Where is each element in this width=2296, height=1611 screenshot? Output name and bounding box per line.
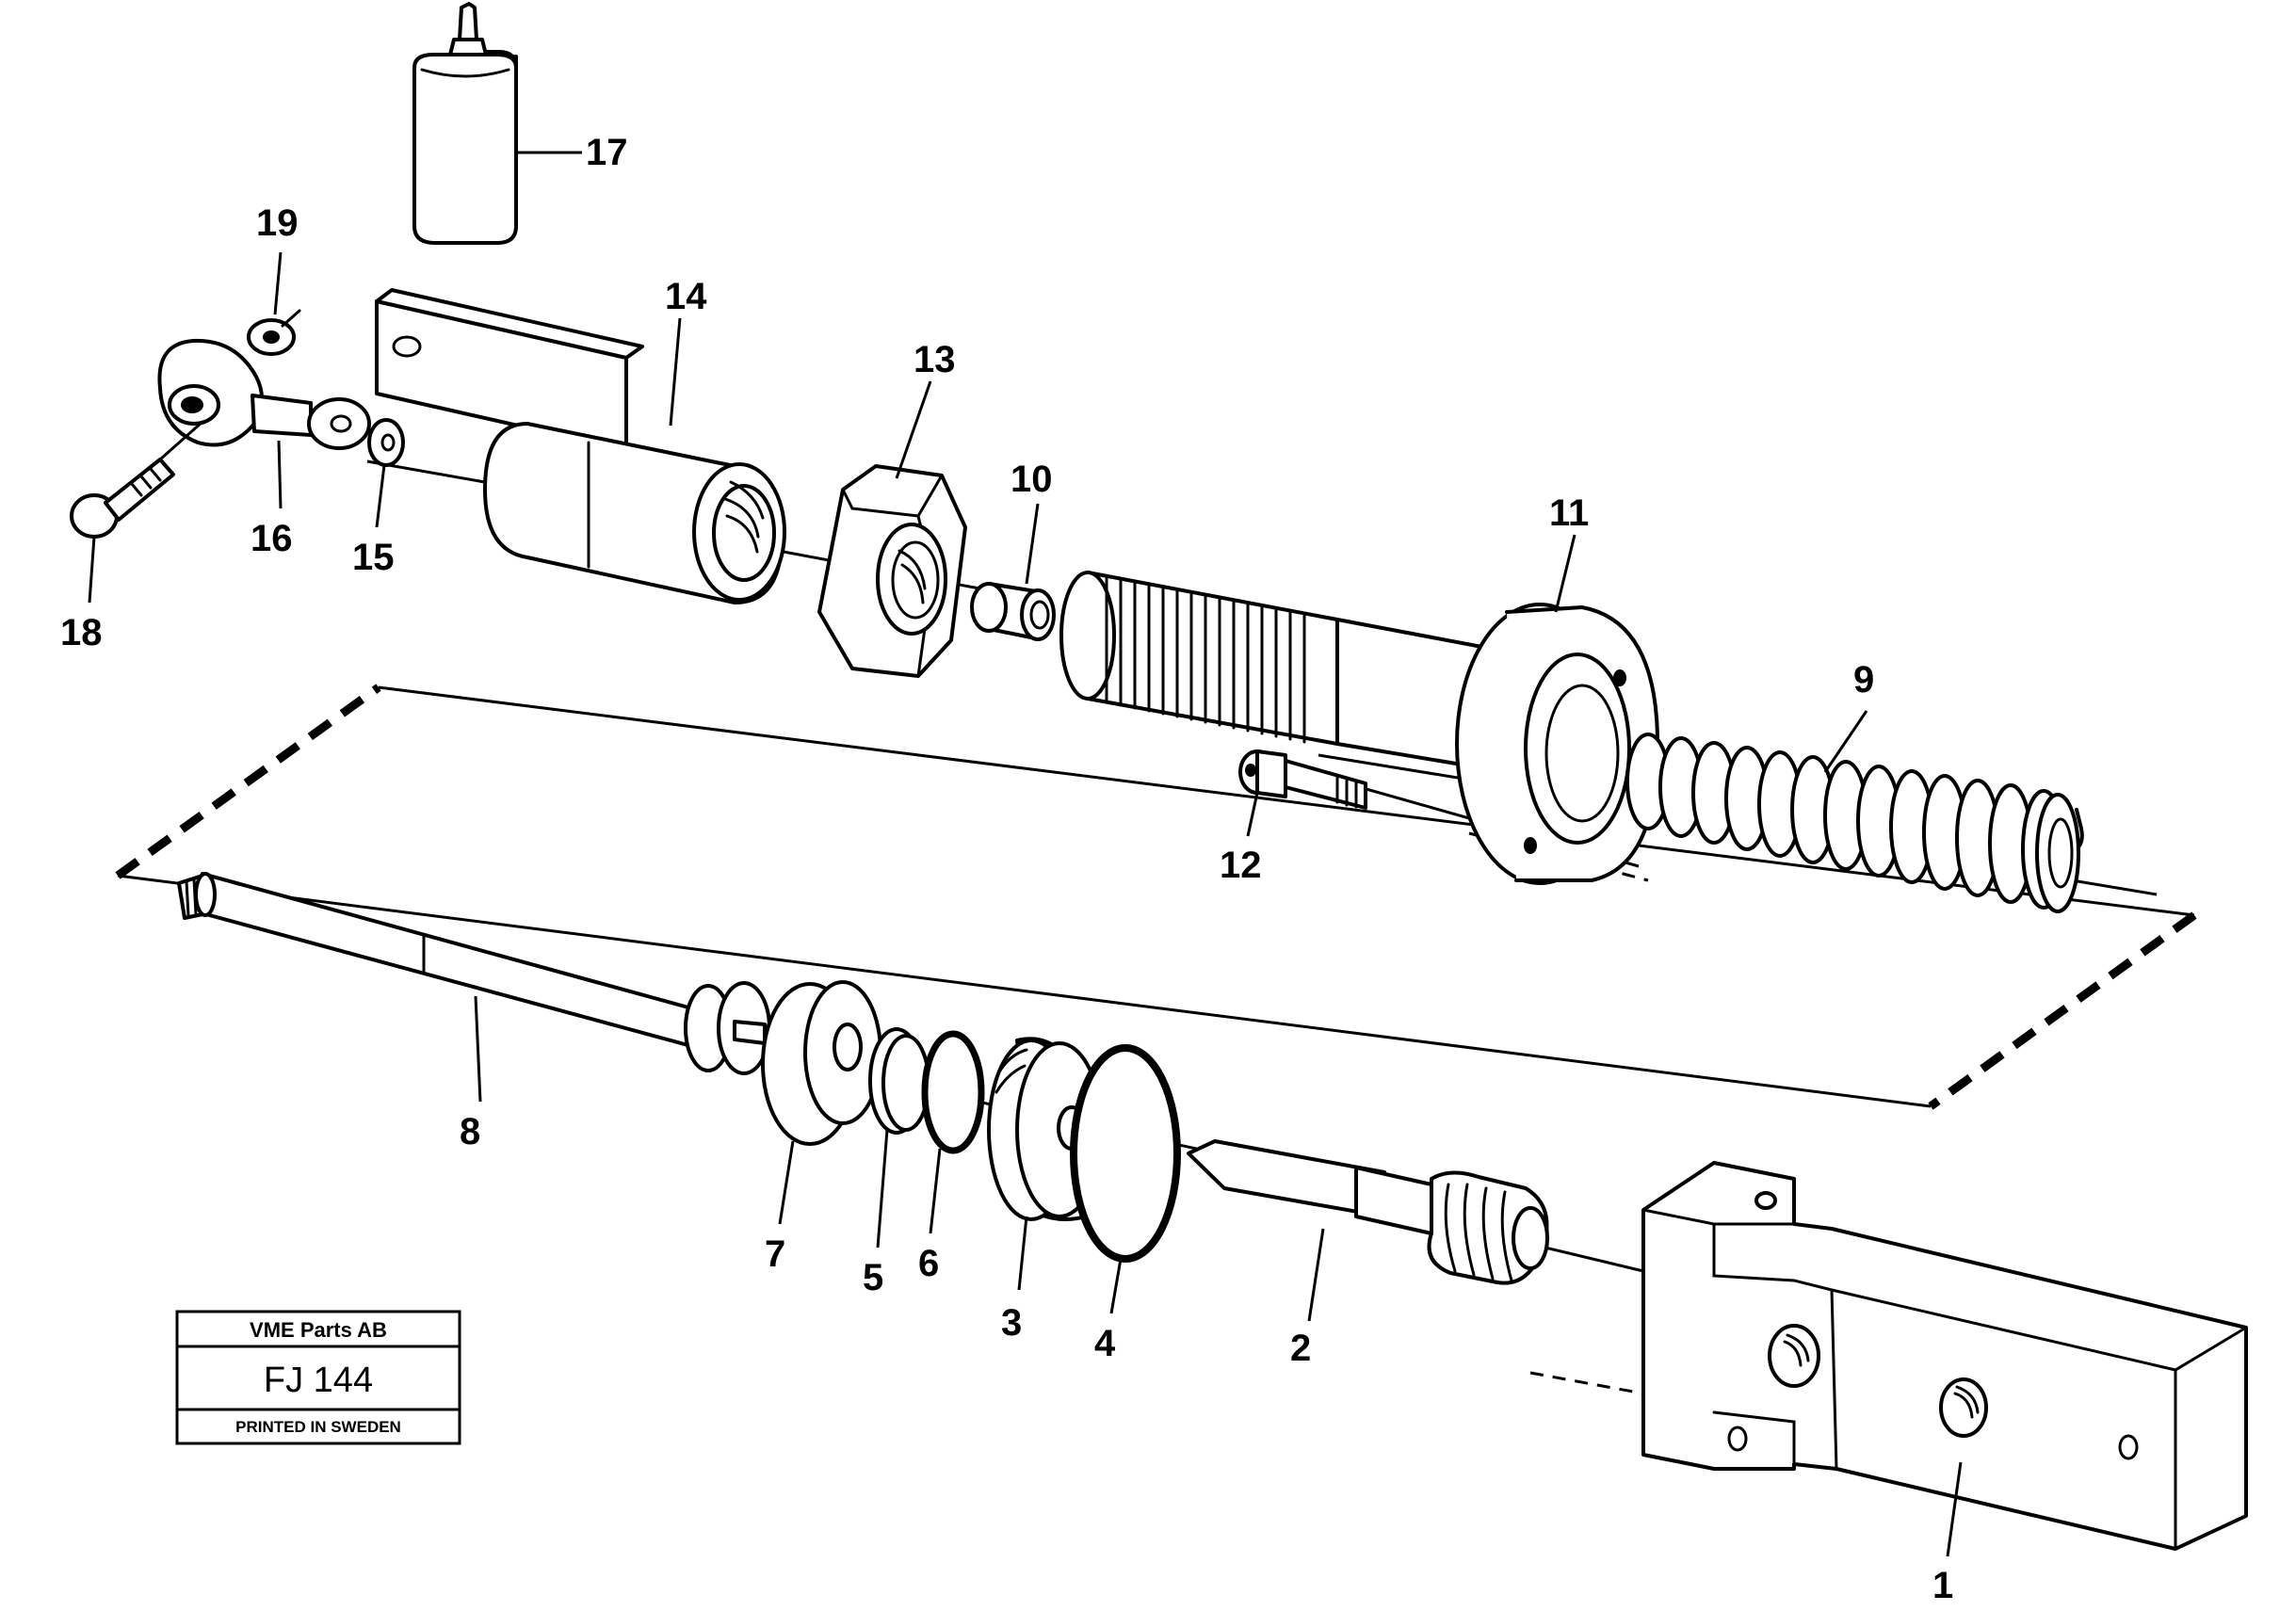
callout-11: 11 (1549, 492, 1589, 534)
callout-numbers: 17 19 14 13 10 11 9 12 16 15 18 8 7 5 6 … (60, 132, 1953, 1606)
callout-19: 19 (256, 202, 299, 244)
part-13-hex-nut (817, 464, 967, 678)
callout-16: 16 (251, 518, 293, 559)
callout-17: 17 (586, 132, 628, 173)
part-15-washer (367, 418, 405, 467)
part-16-rod-end (157, 338, 371, 450)
part-1-housing-block (1641, 1161, 2248, 1551)
stamp-printed-note: PRINTED IN SWEDEN (235, 1418, 401, 1436)
part-17-adhesive-bottle (412, 2, 518, 245)
part-14-clevis-sleeve (375, 288, 786, 604)
callout-1: 1 (1932, 1565, 1953, 1606)
callout-6: 6 (918, 1243, 939, 1284)
title-stamp: VME Parts AB FJ 144 PRINTED IN SWEDEN (175, 1310, 461, 1445)
callout-14: 14 (665, 276, 707, 317)
part-8-piston-rod (177, 872, 718, 1055)
callout-2: 2 (1290, 1328, 1311, 1369)
part-12-cap-screw (1238, 749, 1367, 810)
part-9-spring (1625, 733, 2084, 913)
part-4-o-ring (1070, 1044, 1181, 1263)
subassembly-frame (115, 684, 2197, 1110)
part-10-bushing (970, 582, 1056, 641)
callout-18: 18 (60, 612, 103, 653)
part-5-backup-ring (868, 1027, 930, 1135)
part-19-nut (247, 309, 301, 356)
callout-7: 7 (765, 1233, 785, 1275)
callout-15: 15 (352, 537, 395, 578)
callout-4: 4 (1094, 1323, 1116, 1364)
callout-8: 8 (460, 1111, 480, 1152)
stamp-company-name: VME Parts AB (250, 1318, 387, 1342)
callout-9: 9 (1853, 659, 1874, 701)
stamp-drawing-code: FJ 144 (264, 1361, 373, 1400)
callout-13: 13 (914, 339, 956, 380)
part-2-plunger (1187, 1139, 1549, 1285)
part-11-threaded-barrel (1059, 571, 1659, 885)
callout-5: 5 (863, 1257, 883, 1298)
part-7-slotted-washer (684, 980, 882, 1146)
part-6-o-ring (921, 1030, 985, 1154)
callout-3: 3 (1001, 1302, 1022, 1344)
callout-12: 12 (1220, 845, 1262, 886)
callout-10: 10 (1011, 459, 1053, 500)
part-18-bolt (70, 420, 204, 539)
callout-leader-lines (88, 151, 1963, 1557)
